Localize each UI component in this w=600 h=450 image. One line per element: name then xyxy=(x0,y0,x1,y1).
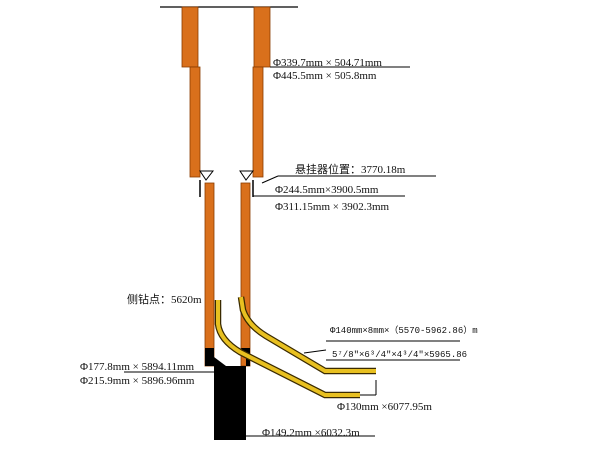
open-hole-label: Φ149.2mm ×6032.3m xyxy=(262,427,360,439)
kickoff-point-label: 侧钻点：5620m xyxy=(127,294,202,306)
sidetrack-liner xyxy=(214,296,377,399)
hanger-position-label: 悬挂器位置：3770.18m xyxy=(295,164,406,176)
production-casing-label: Φ177.8mm × 5894.11mm xyxy=(80,361,195,373)
leader-lines xyxy=(124,66,460,437)
intermediate-casing-label: Φ244.5mm×3900.5mm xyxy=(275,184,379,196)
cement-plug xyxy=(205,348,250,440)
intermediate-hole-label: Φ311.15mm × 3902.3mm xyxy=(275,201,390,213)
liner-spec-label: Φ140mm×8mm×（5570-5962.86）m xyxy=(330,326,478,336)
production-hole-label: Φ215.9mm × 5896.96mm xyxy=(80,375,195,387)
surface-casing xyxy=(181,6,271,68)
surface-casing-label: Φ339.7mm × 504.71mm xyxy=(273,57,382,69)
intermediate-casing-upper xyxy=(189,66,264,178)
liner-hanger xyxy=(199,170,255,197)
surface-hole-label: Φ445.5mm × 505.8mm xyxy=(273,70,377,82)
sidetrack-hole-label: Φ130mm ×6077.95m xyxy=(337,401,432,413)
tubing-spec-label: 5⁷/8"×6³/4"×4³/4"×5965.86 xyxy=(332,350,468,360)
